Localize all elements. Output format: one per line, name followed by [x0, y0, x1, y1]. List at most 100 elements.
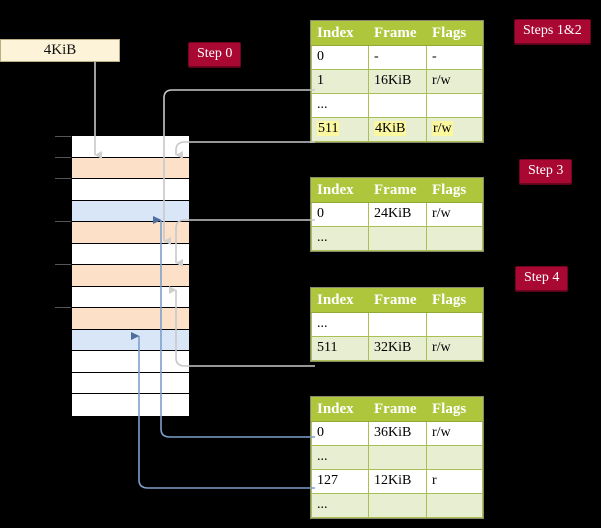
memory-frame-row	[72, 222, 189, 244]
column-header-flags: Flags	[426, 288, 483, 313]
cell-flags: r/w	[426, 336, 483, 361]
memory-tick	[55, 221, 71, 222]
table-row: ...	[311, 445, 483, 470]
memory-frame-row	[72, 351, 189, 373]
table-row: 0--	[311, 45, 483, 70]
cell-index: 1	[311, 69, 369, 94]
memory-tick	[55, 157, 71, 158]
cell-index: 127	[311, 469, 369, 494]
column-header-index: Index	[311, 178, 369, 203]
memory-frame-row	[72, 200, 189, 223]
memory-block-4kib: 4KiB	[0, 39, 120, 62]
memory-tick	[55, 307, 71, 308]
table-row: ...	[311, 312, 483, 337]
cell-frame	[368, 445, 427, 470]
column-header-frame: Frame	[368, 178, 427, 203]
cell-index: 511	[311, 117, 369, 142]
cell-flags: r	[426, 469, 483, 494]
cell-flags	[426, 226, 483, 251]
cell-index: 0	[311, 202, 369, 227]
table-header-row: Index Frame Flags	[311, 288, 483, 313]
memory-frame-row	[72, 157, 189, 180]
cell-flags: r/w	[426, 69, 483, 94]
cell-flags: r/w	[426, 202, 483, 227]
cell-index: ...	[311, 312, 369, 337]
memory-frame-row	[72, 372, 189, 395]
column-header-frame: Frame	[368, 397, 427, 422]
memory-tick	[55, 178, 71, 179]
column-header-index: Index	[311, 21, 369, 46]
column-header-index: Index	[311, 288, 369, 313]
memory-tick	[55, 136, 71, 137]
table-row: ...	[311, 93, 483, 118]
cell-index: 511	[311, 336, 369, 361]
memory-frame-row	[72, 329, 189, 352]
memory-frame-row	[72, 308, 189, 330]
table-row: ...	[311, 226, 483, 251]
cell-flags: r/w	[426, 421, 483, 446]
cell-frame: 32KiB	[368, 336, 427, 361]
cell-frame	[368, 312, 427, 337]
table-header-row: Index Frame Flags	[311, 21, 483, 46]
cell-index: ...	[311, 445, 369, 470]
memory-block-label: 4KiB	[43, 42, 77, 58]
cell-frame: 4KiB	[368, 117, 427, 142]
badge-step-4: Step 4	[515, 266, 569, 291]
column-header-frame: Frame	[368, 21, 427, 46]
column-header-flags: Flags	[426, 21, 483, 46]
table-header-row: Index Frame Flags	[311, 397, 483, 422]
cell-index: ...	[311, 226, 369, 251]
badge-step-0: Step 0	[188, 42, 242, 67]
cell-frame: 36KiB	[368, 421, 427, 446]
cell-flags	[426, 493, 483, 518]
column-header-flags: Flags	[426, 178, 483, 203]
cell-flags: -	[426, 45, 483, 70]
cell-index: ...	[311, 493, 369, 518]
cell-frame: 12KiB	[368, 469, 427, 494]
cell-flags	[426, 312, 483, 337]
cell-flags	[426, 445, 483, 470]
memory-frame-row	[72, 136, 189, 158]
cell-index: 0	[311, 45, 369, 70]
table-header-row: Index Frame Flags	[311, 178, 483, 203]
column-header-index: Index	[311, 397, 369, 422]
cell-frame	[368, 93, 427, 118]
cell-flags	[426, 93, 483, 118]
wire-level2-to-memory	[175, 219, 315, 267]
memory-frame-row	[72, 265, 189, 287]
cell-frame: 24KiB	[368, 202, 427, 227]
cell-frame: -	[368, 45, 427, 70]
wire-level3-to-memory	[169, 286, 315, 367]
cell-frame: 16KiB	[368, 69, 427, 94]
column-header-frame: Frame	[368, 288, 427, 313]
cell-index: 0	[311, 421, 369, 446]
table-row: ...	[311, 493, 483, 518]
physical-memory-column	[71, 135, 190, 416]
memory-frame-row	[72, 394, 189, 416]
memory-tick	[55, 264, 71, 265]
cell-frame	[368, 226, 427, 251]
badge-steps-1-2: Steps 1&2	[514, 19, 591, 44]
column-header-flags: Flags	[426, 397, 483, 422]
wire-level1-511-to-memory	[175, 141, 315, 159]
cell-frame	[368, 493, 427, 518]
memory-frame-row	[72, 179, 189, 201]
memory-frame-row	[72, 286, 189, 309]
